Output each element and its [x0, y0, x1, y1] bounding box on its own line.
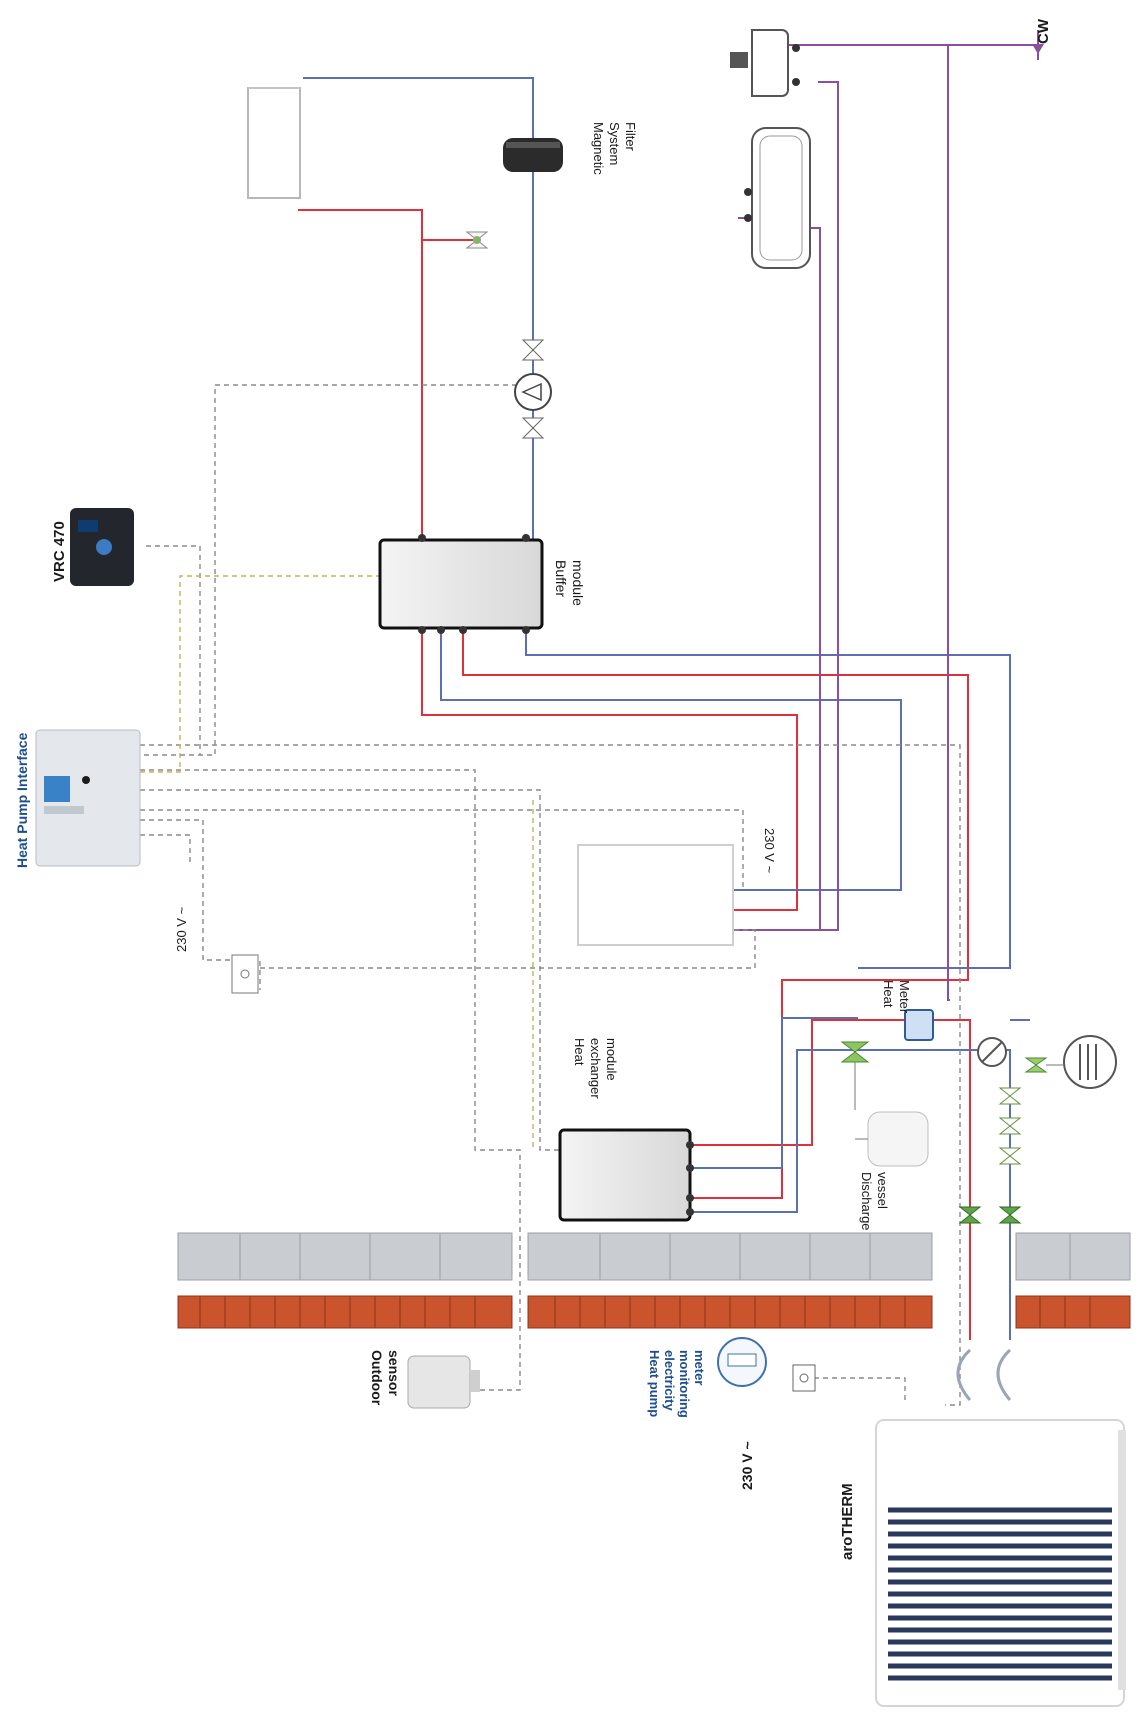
- magnetic-filter: [503, 138, 563, 172]
- isolation-valve-lower: [521, 417, 545, 439]
- buffer-module: [378, 534, 544, 634]
- outdoor-line-2: sensor: [386, 1350, 402, 1396]
- control-wiring: [140, 384, 961, 1406]
- electricity-meter-label: Heat pump electricity monitoring meter: [647, 1350, 707, 1418]
- circulation-pump: [514, 373, 552, 411]
- elec-line-4: meter: [692, 1350, 707, 1385]
- heat-meter-line-2: Meter: [897, 980, 912, 1014]
- flow-pipes: [298, 209, 971, 1340]
- magnetic-filter-label: Magnetic System Filter: [591, 122, 638, 175]
- hx-line-2: exchanger: [588, 1038, 603, 1099]
- heat-meter-label: Heat Meter: [881, 980, 912, 1014]
- discharge-vessel: [855, 1111, 929, 1167]
- safety-valve: [840, 1041, 870, 1110]
- hx-line-3: module: [604, 1038, 619, 1081]
- return-pipes: [303, 77, 1030, 1340]
- electricity-fused-spur: [792, 1364, 816, 1392]
- heat-exchanger-module: [558, 1128, 694, 1222]
- buffer-module-label: Buffer module: [553, 560, 586, 606]
- outdoor-sensor-label: Outdoor sensor: [369, 1350, 402, 1406]
- vrc-470-label: VRC 470: [51, 521, 68, 582]
- power-wiring: [140, 575, 534, 1150]
- discharge-line-2: vessel: [875, 1172, 890, 1209]
- bypass-valve: [465, 231, 489, 249]
- magnetic-filter-line-2: System: [607, 122, 622, 165]
- cold-water-inlet-arrow: [1032, 30, 1044, 60]
- wall-unit-outline: [577, 844, 734, 946]
- flexible-hoses: [956, 1348, 1012, 1401]
- voltage-label-boiler: 230 V ~: [762, 828, 777, 874]
- discharge-line-1: Discharge: [859, 1172, 874, 1231]
- magnetic-filter-line-3: Filter: [623, 122, 638, 152]
- expansion-gauge: [1063, 1035, 1117, 1089]
- pressure-gauge: [977, 1037, 1007, 1067]
- filling-valve: [1024, 1057, 1064, 1073]
- bath: [744, 127, 811, 269]
- vrc-470-controller: [70, 508, 134, 586]
- buffer-line-1: Buffer: [553, 560, 569, 597]
- outdoor-sensor: [407, 1355, 480, 1409]
- basin: [730, 29, 800, 97]
- voltage-label-interface: 230 V ~: [174, 906, 189, 952]
- heat-pump-interface: [35, 729, 141, 867]
- voltage-label-meter: 230 V ~: [739, 1441, 755, 1490]
- hx-line-1: Heat: [572, 1038, 587, 1066]
- isolation-valve-top: [521, 339, 545, 361]
- return-isolation-valve: [998, 1206, 1022, 1224]
- fused-spur: [231, 954, 259, 994]
- cold-water-label: CW: [1035, 18, 1052, 44]
- arotherm-outdoor-unit: [875, 1419, 1126, 1707]
- heat-meter-line-1: Heat: [881, 980, 896, 1008]
- flow-isolation-valve: [958, 1206, 982, 1224]
- elec-line-1: Heat pump: [647, 1350, 662, 1417]
- discharge-vessel-label: Discharge vessel: [859, 1172, 890, 1231]
- elec-line-3: monitoring: [677, 1350, 692, 1418]
- wall-bricks-lower: [177, 1295, 1131, 1329]
- arotherm-label: aroTHERM: [839, 1483, 856, 1560]
- heat-meter: [904, 1009, 934, 1041]
- return-valve-chain: [998, 1087, 1022, 1165]
- elec-line-2: electricity: [662, 1350, 677, 1411]
- outdoor-line-1: Outdoor: [369, 1350, 385, 1406]
- heat-pump-interface-label: Heat Pump Interface: [14, 732, 30, 868]
- heat-exchanger-label: Heat exchanger module: [572, 1038, 619, 1099]
- wall-blocks-upper: [177, 1232, 1131, 1281]
- electricity-meter: [717, 1337, 767, 1387]
- radiator: [247, 87, 301, 199]
- magnetic-filter-line-1: Magnetic: [591, 122, 606, 175]
- buffer-line-2: module: [570, 560, 586, 606]
